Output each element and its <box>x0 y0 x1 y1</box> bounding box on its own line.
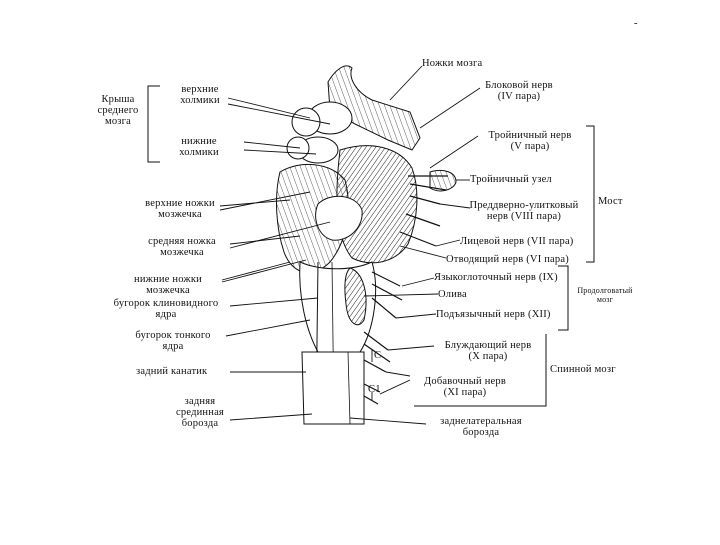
corner-mark: - <box>634 18 638 29</box>
label-bugorok-klinovidnogo-line2: ядра <box>155 309 177 320</box>
label-nizhnie-nozhki-line1: нижние ножки <box>134 274 202 285</box>
bracket-most <box>586 125 595 263</box>
label-nizhnie-nozhki-line2: мозжечка <box>146 285 190 296</box>
label-predverno-line1: Преддверно-улитковый <box>469 200 579 211</box>
leader-lines-left <box>219 97 331 421</box>
label-c1: C1 <box>368 384 381 395</box>
dorsolateral-sulcus <box>347 351 351 425</box>
label-verkhnie-nozhki-line1: верхние ножки <box>145 198 215 209</box>
label-bugorok-tonkogo-line2: ядра <box>162 341 184 352</box>
label-prodolgovaty: Продолговатый мозг <box>570 286 640 304</box>
label-prodolgovaty-line2: мозг <box>596 295 614 304</box>
label-bugorok-tonkogo: бугорок тонкого ядра <box>122 330 224 352</box>
bracket-spinnoy <box>414 334 547 407</box>
label-troynichny-line1: Тройничный нерв <box>488 130 572 141</box>
spinal-cord <box>301 351 365 425</box>
bracket-krysha <box>147 85 160 163</box>
label-oliva: Олива <box>438 289 467 300</box>
label-dobavochny-line2: (XI пара) <box>443 387 487 398</box>
label-blokovoy-line1: Блоковой нерв <box>485 80 553 91</box>
label-srednie-nozhki: средняя ножка мозжечка <box>132 236 232 258</box>
label-verkhnie-kholmiki-line1: верхние <box>181 84 219 95</box>
label-zadnelateralnaya-line1: заднелатеральная <box>440 416 522 427</box>
leader-lines-right <box>349 65 481 425</box>
label-predverno: Преддверно-улитковый нерв (VIII пара) <box>466 200 582 222</box>
label-verkhnie-nozhki-line2: мозжечка <box>158 209 202 220</box>
olive <box>344 267 367 326</box>
label-prodolgovaty-line1: Продолговатый <box>577 286 633 295</box>
label-krysha: Крыша среднего мозга <box>90 94 146 127</box>
label-zadnyaya-borozda-line3: борозда <box>181 418 219 429</box>
label-zadnyaya-borozda: задняя срединная борозда <box>168 396 232 429</box>
label-most: Мост <box>598 196 623 207</box>
label-litsevoy: Лицевой нерв (VII пара) <box>460 236 574 247</box>
label-otvodyashchiy: Отводящий нерв (VI пара) <box>446 254 569 265</box>
label-verkhnie-kholmiki: верхние холмики <box>170 84 230 106</box>
label-troynichny: Тройничный нерв (V пара) <box>478 130 582 152</box>
label-dobavochny: Добавочный нерв (XI пара) <box>412 376 518 398</box>
label-bluzhdayushchiy: Блуждающий нерв (X пара) <box>432 340 544 362</box>
label-krysha-line2: среднего <box>97 105 139 116</box>
label-zadnelateralnaya: заднелатеральная борозда <box>426 416 536 438</box>
label-bugorok-klinovidnogo: бугорок клиновидного ядра <box>104 298 228 320</box>
label-blokovoy-line2: (IV пара) <box>497 91 541 102</box>
label-zadniy-kanatik: задний канатик <box>136 366 208 377</box>
label-nizhnie-kholmiki: нижние холмики <box>168 136 230 158</box>
label-spinnoy-mozg: Спинной мозг <box>550 364 616 375</box>
label-bluzhdayushchiy-line2: (X пара) <box>468 351 508 362</box>
label-yazykoglotochny: Языкоглоточный нерв (IX) <box>434 272 558 283</box>
label-zadnyaya-borozda-line1: задняя <box>184 396 216 407</box>
label-srednie-nozhki-line1: средняя ножка <box>148 236 216 247</box>
label-troynichny-uzel: Тройничный узел <box>470 174 552 185</box>
label-c: C <box>374 350 382 361</box>
label-podyazychny: Подъязычный нерв (XII) <box>436 309 551 320</box>
label-dobavochny-line1: Добавочный нерв <box>424 376 506 387</box>
label-nozhki-mozga: Ножки мозга <box>422 58 483 69</box>
label-predverno-line2: нерв (VIII пара) <box>486 211 562 222</box>
label-zadnelateralnaya-line2: борозда <box>462 427 500 438</box>
label-verkhnie-kholmiki-line2: холмики <box>180 95 220 106</box>
label-nizhnie-nozhki: нижние ножки мозжечка <box>118 274 218 296</box>
middle-cerebellar-peduncle <box>315 195 363 241</box>
label-srednie-nozhki-line2: мозжечка <box>160 247 204 258</box>
label-verkhnie-nozhki: верхние ножки мозжечка <box>130 198 230 220</box>
cerebellar-peduncles <box>276 163 349 273</box>
superior-colliculus-2 <box>291 107 321 137</box>
label-bugorok-klinovidnogo-line1: бугорок клиновидного <box>113 298 219 309</box>
label-krysha-line3: мозга <box>104 116 131 127</box>
label-bluzhdayushchiy-line1: Блуждающий нерв <box>444 340 532 351</box>
label-bugorok-tonkogo-line1: бугорок тонкого <box>135 330 211 341</box>
label-nizhnie-kholmiki-line2: холмики <box>179 147 219 158</box>
cerebral-peduncles <box>327 65 421 151</box>
label-troynichny-line2: (V пара) <box>510 141 550 152</box>
label-krysha-line1: Крыша <box>101 94 135 105</box>
trigeminal-ganglion <box>429 169 457 192</box>
label-blokovoy: Блоковой нерв (IV пара) <box>474 80 564 102</box>
bracket-prodolgovaty <box>558 265 569 331</box>
label-nizhnie-kholmiki-line1: нижние <box>181 136 217 147</box>
label-zadnyaya-borozda-line2: срединная <box>176 407 224 418</box>
